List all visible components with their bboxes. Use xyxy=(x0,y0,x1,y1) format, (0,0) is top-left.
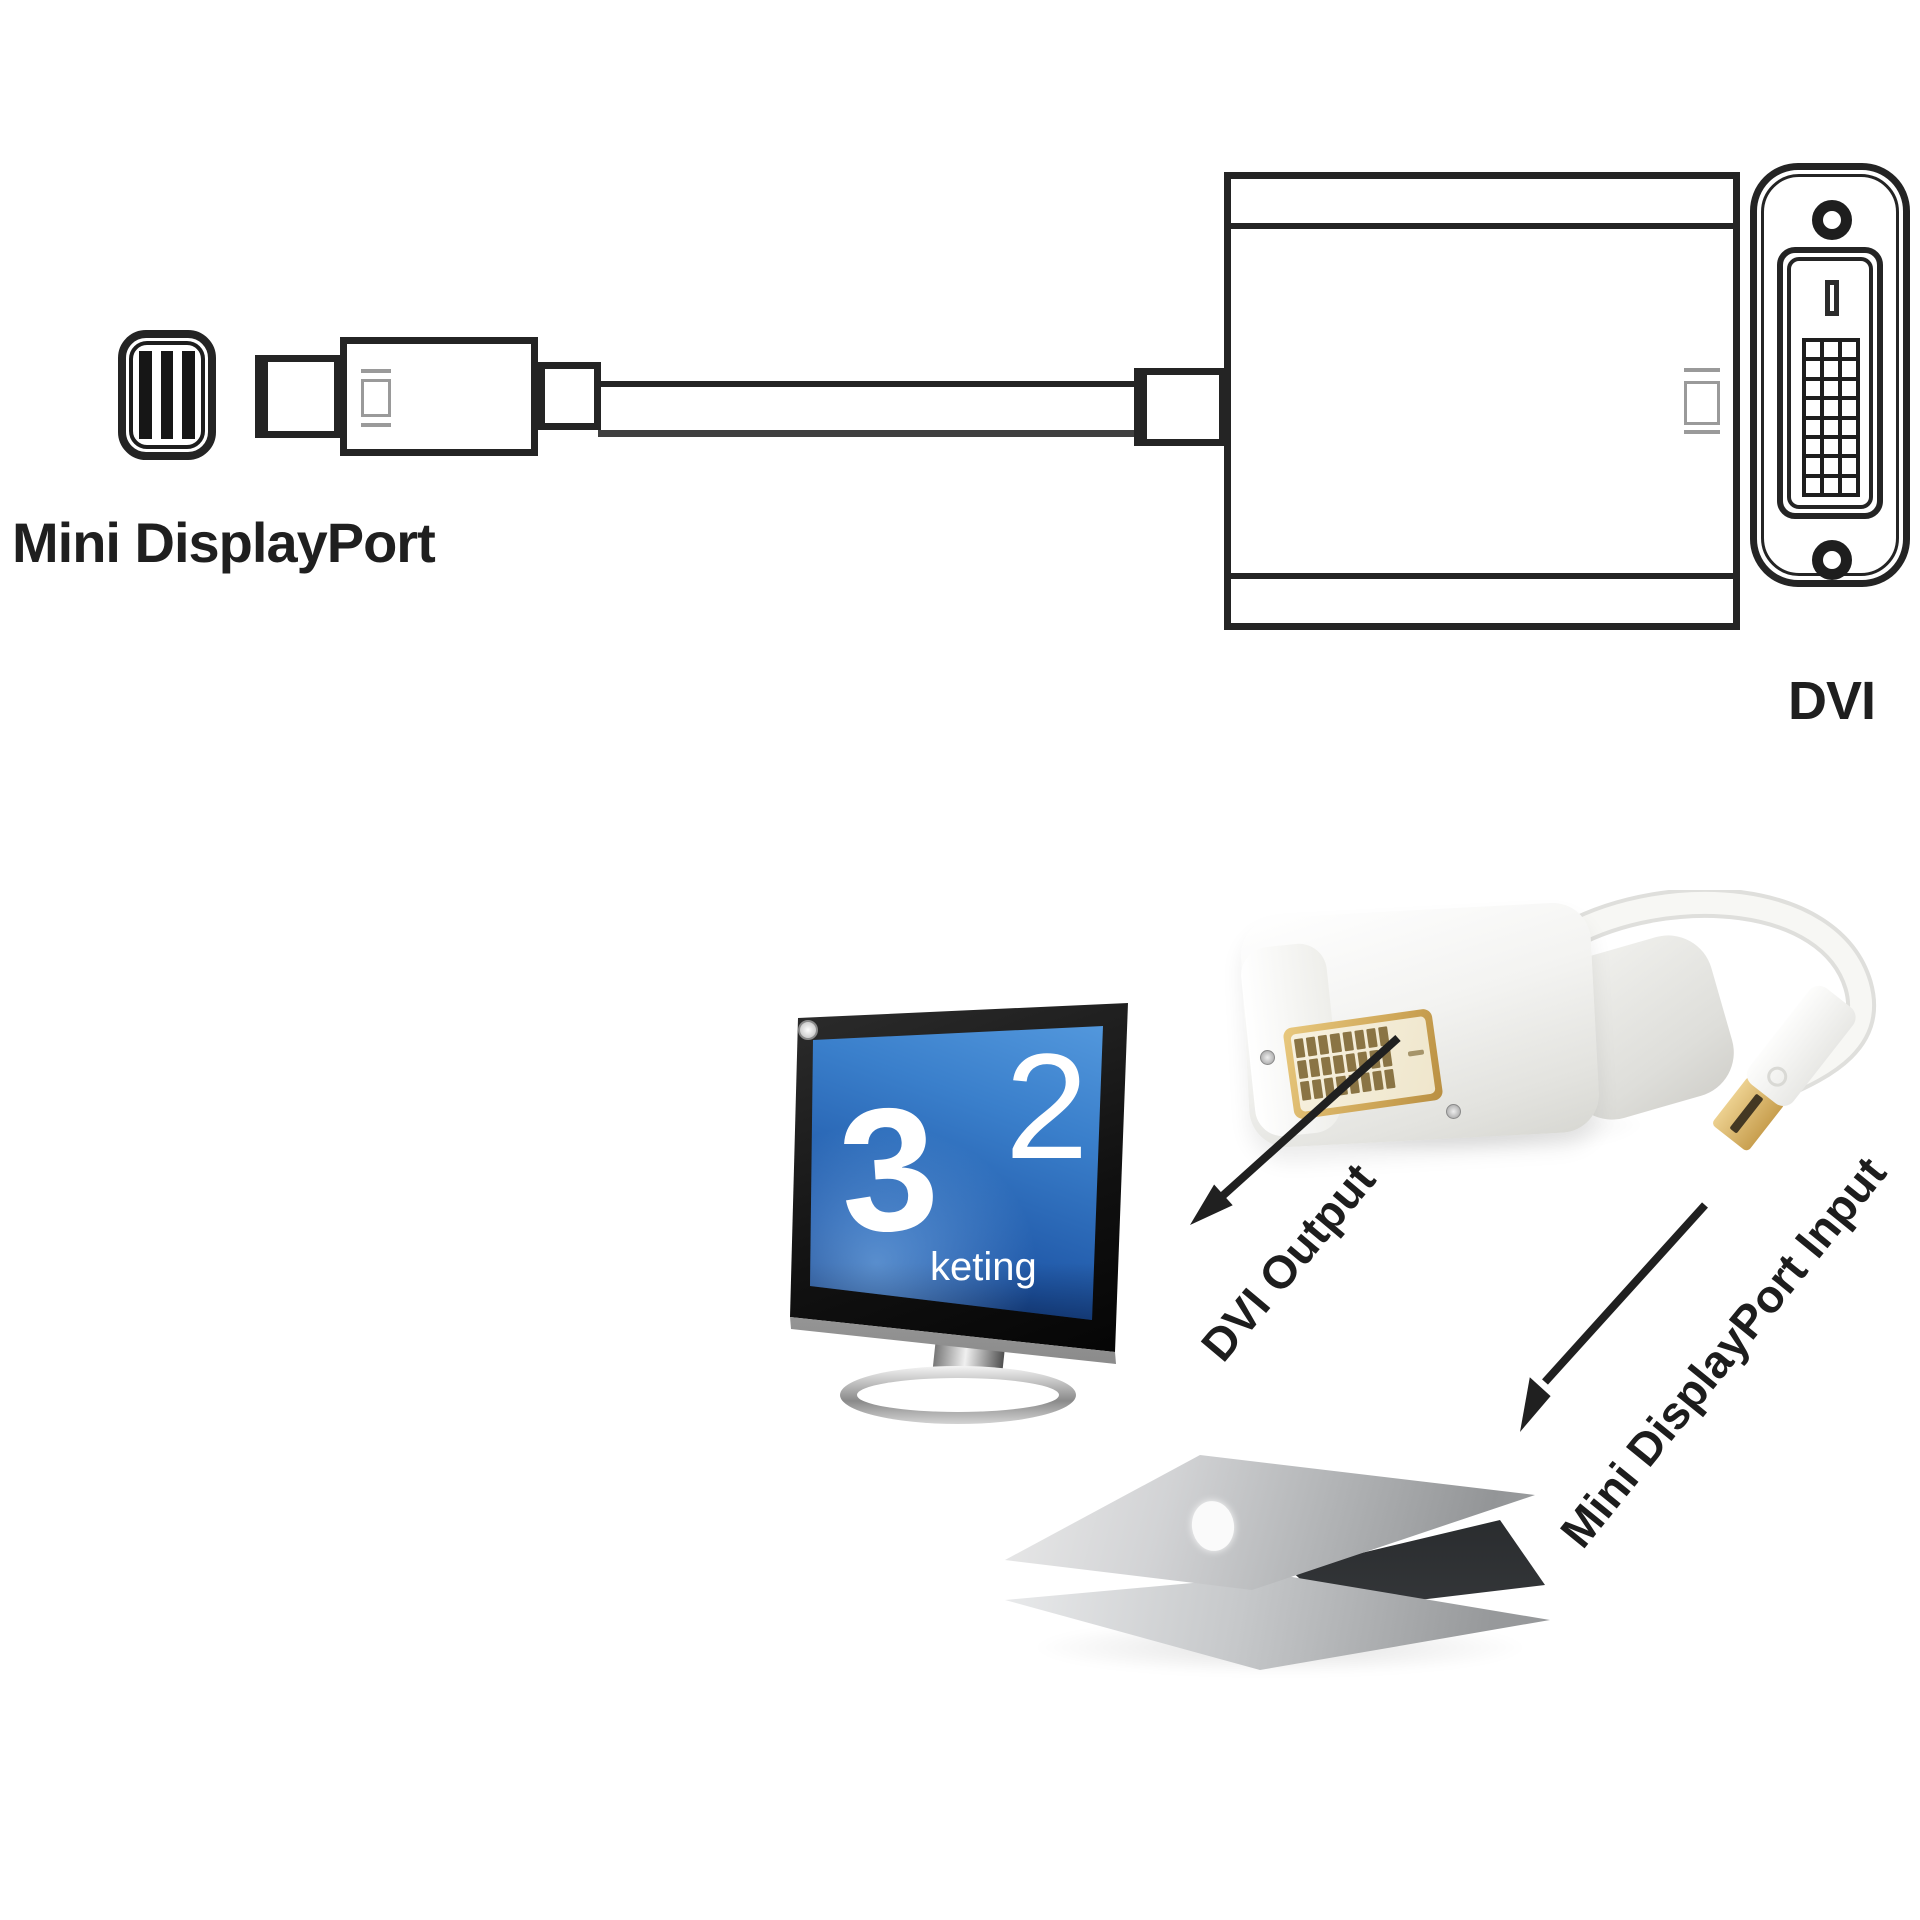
plug-strain-relief xyxy=(538,362,601,430)
housing-symbol-line-top xyxy=(1684,368,1720,372)
housing-minidp-symbol xyxy=(1684,381,1720,425)
port-screw-right xyxy=(1446,1104,1461,1119)
monitor: 3 2 keting xyxy=(770,990,1150,1430)
mini-displayport-face-icon xyxy=(118,330,216,460)
arrow-minidp-input xyxy=(1520,1202,1708,1432)
dvi-connector-face-drawing xyxy=(1750,163,1910,587)
dvi-label: DVI xyxy=(1788,671,1876,731)
screen-numeral-right: 2 xyxy=(1005,1022,1089,1190)
port-screw-left xyxy=(1260,1050,1275,1065)
minidp-plug-side-view xyxy=(255,337,601,456)
monitor-stand-base-hole xyxy=(857,1378,1059,1412)
plug-minidp-symbol xyxy=(361,379,391,417)
dvi-port-surround-inner xyxy=(1787,257,1873,509)
plug-symbol-line-top xyxy=(361,369,391,373)
macbook xyxy=(990,1425,1570,1705)
arrow-dvi-output xyxy=(1190,1035,1401,1225)
adapter-housing-drawing xyxy=(1224,172,1740,630)
adapter-cable xyxy=(1555,890,1877,1100)
screen-numeral-left: 3 xyxy=(833,1069,945,1272)
adapter-product-photo xyxy=(1238,890,1920,1200)
dvi-pin-grid xyxy=(1802,338,1860,497)
monitor-brand-logo xyxy=(798,1020,818,1040)
minidp-icon-inner-outline xyxy=(129,341,205,449)
screw-hole-top xyxy=(1812,200,1852,240)
minidp-icon-pins xyxy=(139,351,196,439)
housing-bottom-line xyxy=(1231,573,1733,579)
monitor-stand-base xyxy=(840,1366,1076,1424)
screw-hole-bottom xyxy=(1812,540,1852,580)
dvi-port-surround xyxy=(1777,247,1883,519)
screen-watermark: keting xyxy=(930,1245,1037,1289)
monitor-screen: 3 2 keting xyxy=(810,1022,1103,1320)
cable-end-connector xyxy=(1134,368,1226,446)
housing-symbol-line-bottom xyxy=(1684,430,1720,434)
mini-displayport-label: Mini DisplayPort xyxy=(12,511,436,574)
cable-drawing xyxy=(598,381,1138,437)
plug-tip xyxy=(255,355,341,438)
housing-top-line xyxy=(1231,223,1733,229)
dvi-blade-slot xyxy=(1825,280,1839,316)
plug-symbol-line-bottom xyxy=(361,423,391,427)
